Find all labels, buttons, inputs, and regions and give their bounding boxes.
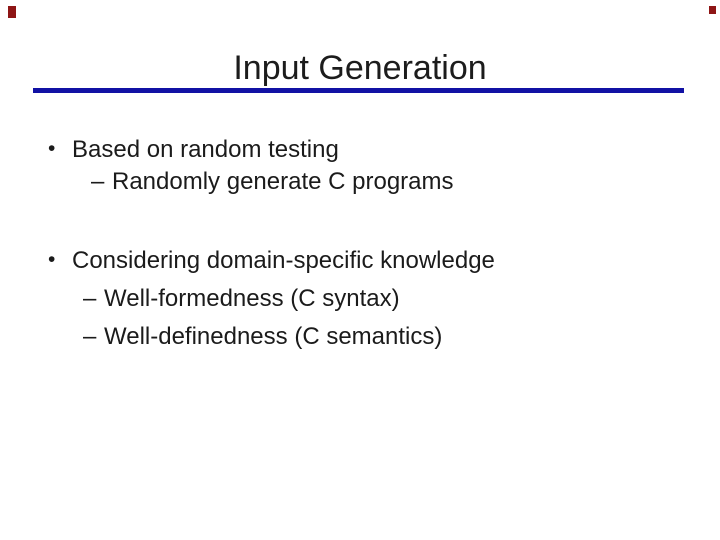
bullet-item: • Considering domain-specific knowledge — [48, 247, 495, 275]
bullet-icon: • — [48, 137, 56, 160]
sub-bullet-item: – Well-formedness (C syntax) — [83, 285, 400, 313]
slide-title: Input Generation — [233, 48, 487, 87]
bullet-icon: • — [48, 248, 56, 271]
sub-bullet-text: Well-definedness (C semantics) — [104, 323, 443, 350]
bullet-text: Considering domain-specific knowledge — [72, 247, 495, 274]
sub-bullet-text: Well-formedness (C syntax) — [104, 285, 400, 312]
title-underline-rule — [33, 88, 684, 93]
bullet-text: Based on random testing — [72, 136, 339, 163]
dash-icon: – — [83, 323, 97, 350]
sub-bullet-item: – Randomly generate C programs — [91, 168, 454, 196]
corner-mark-top-left — [8, 6, 16, 18]
sub-bullet-item: – Well-definedness (C semantics) — [83, 323, 442, 351]
corner-mark-top-right — [709, 6, 716, 14]
dash-icon: – — [83, 285, 97, 312]
dash-icon: – — [91, 168, 105, 195]
bullet-item: • Based on random testing — [48, 136, 339, 164]
sub-bullet-text: Randomly generate C programs — [112, 168, 454, 195]
